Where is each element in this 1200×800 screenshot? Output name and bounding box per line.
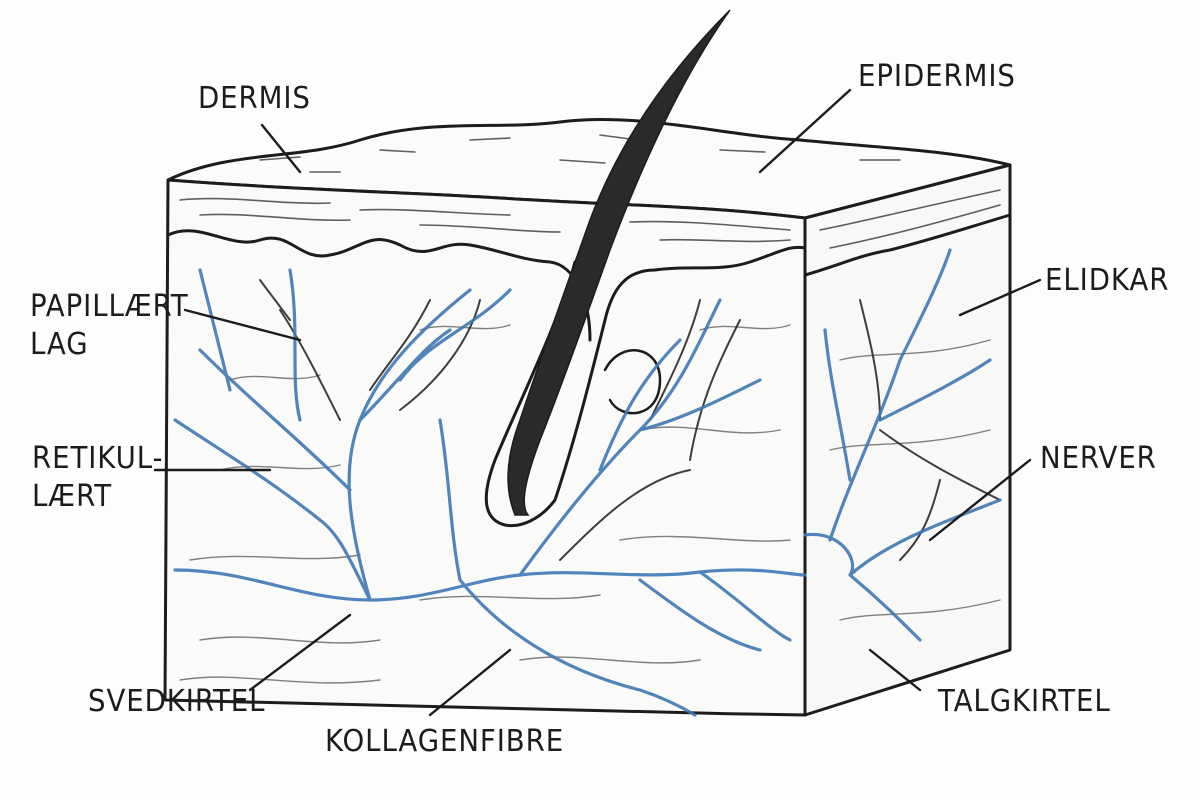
label-papillaert-line2: LAG [30, 327, 89, 362]
label-elidkar: ELIDKAR [1045, 263, 1170, 298]
label-papillaert: PAPILLÆRT LAG [30, 288, 188, 364]
right-face [803, 163, 1012, 717]
label-kollagenfibre: KOLLAGENFIBRE [325, 724, 565, 759]
leader-papillaert [183, 308, 302, 342]
front-face [163, 178, 807, 717]
label-svedkirtel: SVEDKIRTEL [88, 684, 266, 719]
leader-kollagen [428, 648, 512, 717]
label-epidermis: EPIDERMIS [858, 59, 1016, 94]
label-papillaert-line1: PAPILLÆRT [30, 289, 189, 324]
epidermis-boundary [166, 229, 807, 342]
leader-epidermis [758, 88, 852, 174]
leader-nerver [928, 458, 1032, 542]
label-talgkirtel: TALGKIRTEL [938, 684, 1111, 719]
leader-talgkirtel [868, 648, 922, 692]
epidermis-boundary-right [803, 213, 1012, 277]
blood-vessels [173, 248, 1002, 717]
leader-svedkirtel [248, 613, 352, 692]
hair-shaft [507, 9, 731, 516]
label-retikul: RETIKUL- LÆRT [32, 440, 163, 516]
leader-elidkar [958, 278, 1042, 317]
label-dermis: DERMIS [198, 81, 311, 116]
label-retikul-line1: RETIKUL- [32, 441, 164, 476]
label-retikul-line2: LÆRT [32, 479, 112, 514]
leader-dermis [260, 123, 302, 174]
label-nerver: NERVER [1040, 441, 1157, 476]
hair-follicle [484, 260, 657, 528]
leader-lines [153, 88, 1042, 717]
